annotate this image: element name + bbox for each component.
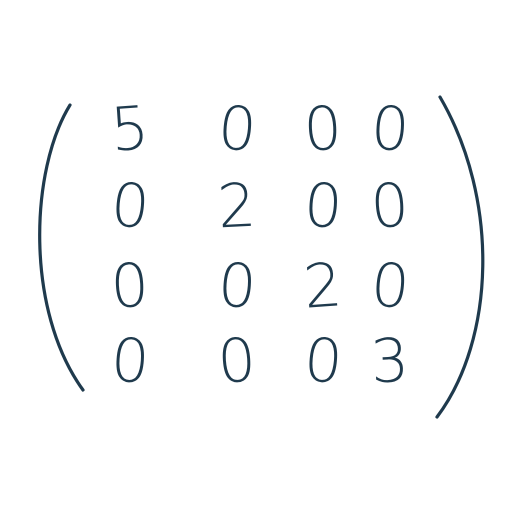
matrix-entry-r4-c2: 0 [215, 325, 258, 397]
left-bracket [38, 103, 85, 392]
matrix-entry-r2-c3: 0 [302, 170, 345, 242]
matrix-entry-r4-c4: 3 [369, 326, 411, 398]
matrix-entry-r3-c3: 2 [301, 250, 344, 322]
matrix-entry-r3-c1: 0 [109, 251, 151, 323]
right-bracket [435, 95, 485, 419]
matrix-entry-r1-c3: 0 [302, 94, 344, 166]
matrix-entry-r2-c2: 2 [216, 171, 258, 243]
matrix-entry-r4-c3: 0 [301, 325, 345, 398]
matrix-entry-r2-c4: 0 [368, 170, 411, 242]
matrix-entry-r3-c4: 0 [368, 250, 412, 323]
matrix-entry-r1-c4: 0 [369, 93, 412, 165]
matrix-entry-r1-c2: 0 [215, 93, 259, 166]
matrix-entry-r3-c2: 0 [216, 250, 259, 322]
matrix-entry-r2-c1: 0 [108, 170, 152, 243]
matrix-entry-r4-c1: 0 [109, 325, 152, 397]
matrix-entry-r1-c1: 5 [108, 93, 151, 165]
